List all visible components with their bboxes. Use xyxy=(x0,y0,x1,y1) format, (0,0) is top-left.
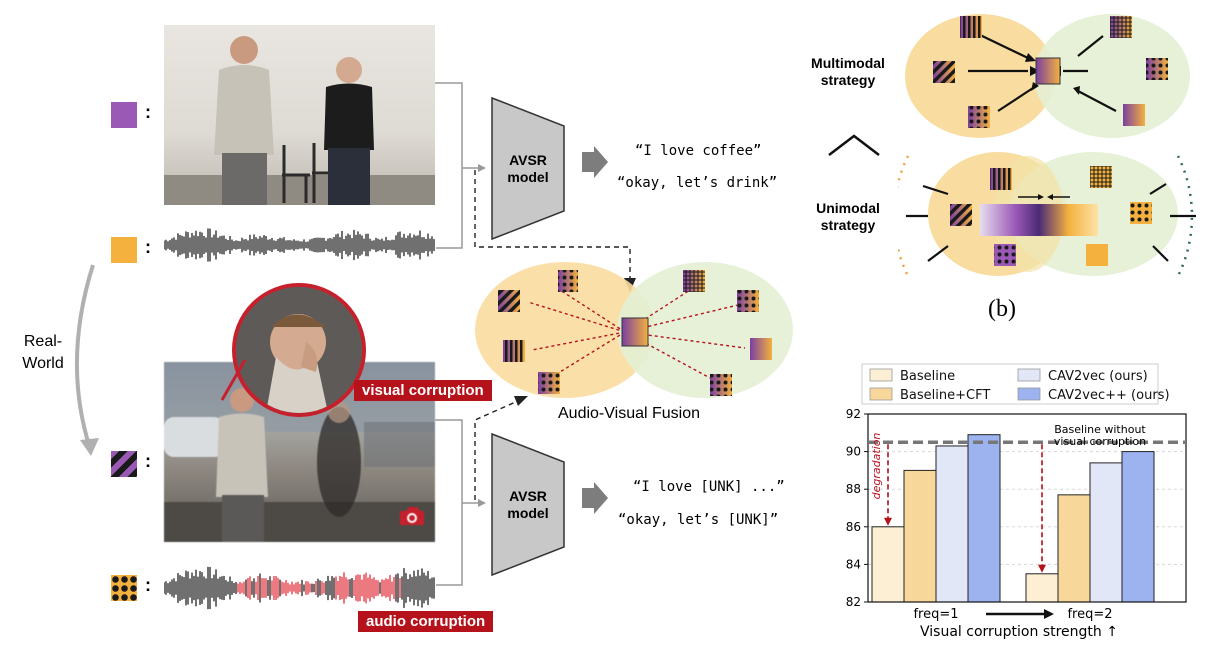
avsr-model-top xyxy=(491,96,565,241)
clean-video-frame xyxy=(164,25,435,205)
panel-b-label: (b) xyxy=(988,296,1016,322)
degradation-arrowhead xyxy=(1038,564,1046,573)
legend-label: CAV2vec (ours) xyxy=(1048,369,1148,384)
visual-modality-icon xyxy=(111,102,137,128)
colon: : xyxy=(145,451,151,471)
degradation-label: degradation xyxy=(870,433,883,500)
y-tick-label: 84 xyxy=(846,557,861,571)
corrupted-video-frame xyxy=(164,362,435,542)
colon: : xyxy=(145,102,151,122)
clean-transcript-1: “I love coffee” xyxy=(635,143,762,159)
x-tick-label: freq=2 xyxy=(1067,607,1112,622)
real-world-label: Real- World xyxy=(13,331,73,375)
legend-label: Baseline xyxy=(900,369,955,384)
x-tick-label: freq=1 xyxy=(913,607,958,622)
bar xyxy=(967,434,1001,603)
y-tick-label: 92 xyxy=(846,407,861,421)
unimodal-line1: Unimodal xyxy=(816,200,880,216)
avsr-model-bottom-label: AVSR model xyxy=(496,488,560,522)
corrupted-audio-waveform xyxy=(164,566,435,610)
camera-icon xyxy=(396,502,428,535)
bar xyxy=(1025,573,1059,603)
multimodal-line1: Multimodal xyxy=(811,55,885,71)
bar xyxy=(1057,494,1091,603)
real-world-arrow xyxy=(75,264,99,456)
corrupted-transcript-2: “okay, let’s [UNK]” xyxy=(618,512,779,528)
x-axis-label: Visual corruption strength ↑ xyxy=(920,624,1118,640)
bar xyxy=(903,469,937,603)
strategy-diagrams xyxy=(898,14,1196,277)
corrupted-transcript-1: “I love [UNK] ...” xyxy=(633,479,785,495)
visual-corruption-tag: visual corruption xyxy=(354,380,492,401)
clean-audio-waveform xyxy=(164,228,435,262)
y-tick-label: 86 xyxy=(846,520,861,534)
strength-arrowhead xyxy=(1044,609,1054,619)
bar xyxy=(1089,462,1123,603)
avsr-bottom-line1: AVSR xyxy=(509,488,547,504)
corrupted-visual-modality-icon xyxy=(111,451,137,477)
multimodal-line2: strategy xyxy=(820,72,876,88)
inset-pointer xyxy=(220,360,247,401)
reference-label: Baseline without xyxy=(1054,423,1146,436)
y-tick-label: 88 xyxy=(846,482,861,496)
unimodal-line2: strategy xyxy=(820,217,876,233)
y-tick-label: 90 xyxy=(846,445,861,459)
unimodal-strategy-label: Unimodal strategy xyxy=(806,200,890,234)
bar xyxy=(1121,451,1155,603)
legend-swatch xyxy=(869,387,893,401)
audio-modality-icon xyxy=(111,237,137,263)
real-world-line2: World xyxy=(22,355,64,372)
avsr-model-top-label: AVSR model xyxy=(496,152,560,186)
y-tick-label: 82 xyxy=(846,595,861,609)
multimodal-strategy-label: Multimodal strategy xyxy=(806,55,890,89)
plot-frame xyxy=(867,413,1187,603)
degradation-arrowhead xyxy=(884,517,892,526)
audio-visual-fusion-diagram xyxy=(475,262,793,398)
audio-corruption-tag: audio corruption xyxy=(358,611,494,632)
legend-label: Baseline+CFT xyxy=(900,388,990,403)
bar xyxy=(935,445,969,603)
legend-label: CAV2vec++ (ours) xyxy=(1048,388,1170,403)
legend-swatch xyxy=(1017,387,1041,401)
reference-label: visual corruption xyxy=(1054,435,1146,448)
corrupted-audio-modality-icon xyxy=(111,575,137,601)
fusion-label: Audio-Visual Fusion xyxy=(558,405,701,422)
avsr-bottom-line2: model xyxy=(507,505,549,521)
wedge-symbol xyxy=(828,134,880,156)
legend-swatch xyxy=(1017,368,1041,382)
legend-swatch xyxy=(869,368,893,382)
colon: : xyxy=(145,237,151,257)
avsr-top-line2: model xyxy=(507,169,549,185)
real-world-line1: Real- xyxy=(23,333,63,350)
avsr-top-line1: AVSR xyxy=(509,152,547,168)
clean-transcript-2: “okay, let’s drink” xyxy=(617,175,778,191)
bar xyxy=(871,526,905,603)
zoomed-face-inset xyxy=(232,283,366,417)
colon: : xyxy=(145,575,151,595)
avsr-model-bottom xyxy=(491,432,565,577)
